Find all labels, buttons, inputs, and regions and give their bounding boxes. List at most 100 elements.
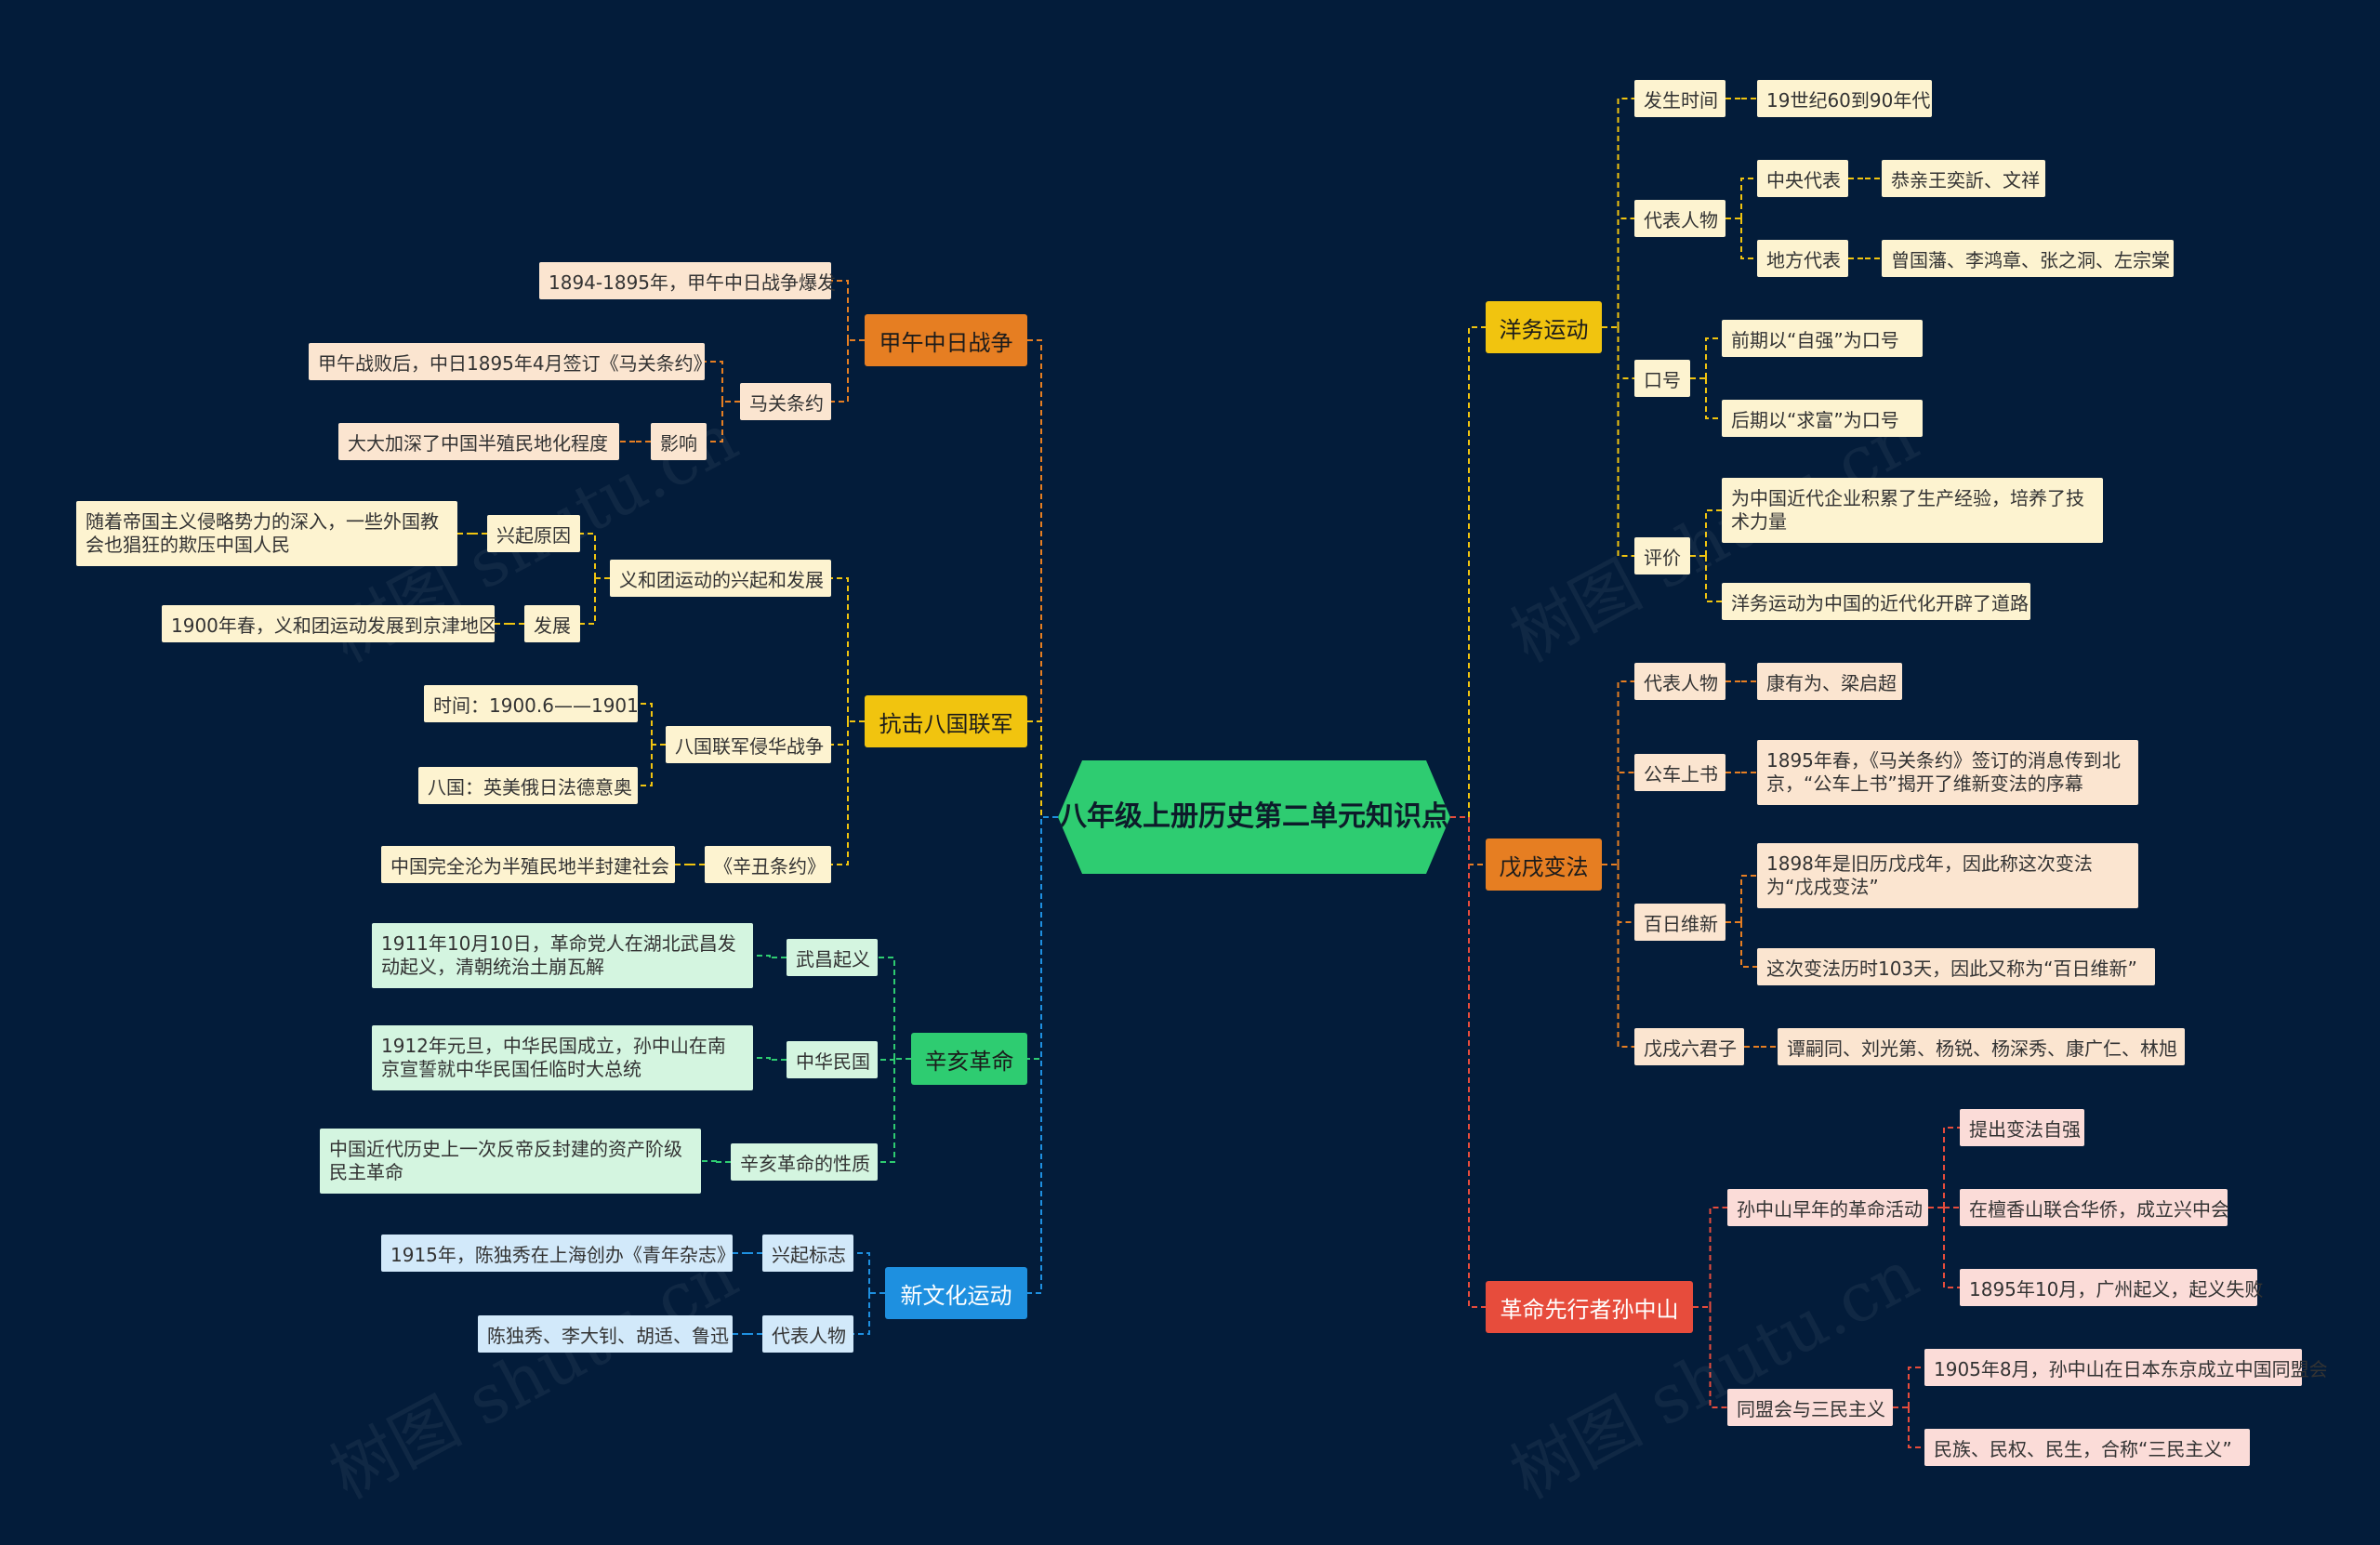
connector (1617, 218, 1634, 327)
connector (1617, 98, 1634, 327)
connector (878, 957, 895, 1059)
topic-republic-of-china[interactable]: 中华民国 (787, 1041, 878, 1078)
topic-invasion-war[interactable]: 八国联军侵华战争 (666, 726, 831, 763)
connector (1705, 337, 1722, 378)
topic-revolution-nature[interactable]: 辛亥革命的性质 (731, 1143, 878, 1181)
topic-representatives[interactable]: 代表人物 (762, 1315, 853, 1353)
topic-influence-detail[interactable]: 大大加深了中国半殖民地化程度 (338, 423, 619, 460)
topic-republic-detail[interactable]: 1912年元旦，中华民国成立，孙中山在南京宣誓就中华民国任临时大总统 (372, 1025, 753, 1090)
connector (1617, 865, 1634, 923)
topic-rise-cause-detail[interactable]: 随着帝国主义侵略势力的深入，一些外国教会也猖狂的欺压中国人民 (76, 501, 457, 566)
branch-westernization[interactable]: 洋务运动 (1486, 301, 1602, 353)
connector (707, 402, 723, 442)
connector (878, 1059, 895, 1163)
topic-early-revolution[interactable]: 孙中山早年的革命活动 (1727, 1189, 1928, 1226)
topic-early-2[interactable]: 在檀香山联合华侨，成立兴中会 (1960, 1189, 2229, 1226)
connector (1617, 772, 1634, 865)
branch-xinhai-revolution[interactable]: 辛亥革命 (911, 1033, 1027, 1085)
topic-slogan-late[interactable]: 后期以“求富”为口号 (1722, 400, 1923, 437)
topic-rise-cause[interactable]: 兴起原因 (487, 515, 580, 552)
topic-jiawu-outbreak[interactable]: 1894-1895年，甲午中日战争爆发 (539, 262, 836, 299)
topic-six-gentlemen-detail[interactable]: 谭嗣同、刘光第、杨锐、杨深秀、康广仁、林旭 (1778, 1028, 2185, 1065)
topic-invasion-time[interactable]: 时间：1900.6——1901 (424, 685, 639, 722)
connector (831, 280, 849, 340)
topic-early-1[interactable]: 提出变法自强 (1960, 1109, 2084, 1146)
branch-jiawu-war[interactable]: 甲午中日战争 (865, 314, 1027, 366)
topic-maguan-influence[interactable]: 影响 (651, 423, 707, 460)
topic-wuchang-detail[interactable]: 1911年10月10日，革命党人在湖北武昌发动起义，清朝统治土崩瓦解 (372, 923, 753, 988)
branch-eight-nation[interactable]: 抗击八国联军 (865, 695, 1027, 747)
topic-maguan-treaty[interactable]: 马关条约 (740, 383, 831, 420)
topic-time-detail[interactable]: 19世纪60到90年代 (1757, 80, 1932, 117)
branch-sun-yat-sen[interactable]: 革命先行者孙中山 (1486, 1281, 1693, 1333)
root-topic[interactable]: 八年级上册历史第二单元知识点 (1058, 760, 1450, 874)
topic-wuchang-uprising[interactable]: 武昌起义 (787, 939, 878, 976)
connector (705, 361, 723, 402)
connector (638, 703, 653, 745)
connector (1908, 1367, 1924, 1407)
topic-hundred-days-2[interactable]: 这次变法历时103天，因此又称为“百日维新” (1757, 948, 2155, 985)
connector (1943, 1127, 1960, 1208)
connector (1027, 720, 1058, 818)
topic-early-3[interactable]: 1895年10月，广州起义，起义失败 (1960, 1269, 2263, 1306)
topic-evaluation-2[interactable]: 洋务运动为中国的近代化开辟了道路 (1722, 583, 2030, 620)
connector (1740, 875, 1757, 922)
topic-representatives-detail[interactable]: 陈独秀、李大钊、胡适、鲁迅 (478, 1315, 733, 1353)
topic-rise-sign[interactable]: 兴起标志 (762, 1235, 853, 1272)
connector (1617, 865, 1634, 1048)
connector (1740, 922, 1757, 968)
topic-rise-sign-detail[interactable]: 1915年，陈独秀在上海创办《青年杂志》 (381, 1235, 735, 1272)
connector (878, 1059, 895, 1061)
topic-central-reps[interactable]: 中央代表 (1757, 160, 1848, 197)
connector (1450, 326, 1486, 818)
connector (853, 1252, 870, 1293)
topic-nature-detail[interactable]: 中国近代历史上一次反帝反封建的资产阶级民主革命 (320, 1129, 701, 1194)
connector (1908, 1407, 1924, 1448)
topic-tongmenghui-1[interactable]: 1905年8月，孙中山在日本东京成立中国同盟会 (1924, 1349, 2328, 1386)
topic-reform-reps-detail[interactable]: 康有为、梁启超 (1757, 663, 1902, 700)
connector (831, 721, 849, 746)
topic-evaluation[interactable]: 评价 (1634, 537, 1690, 574)
topic-develop[interactable]: 发展 (524, 605, 580, 642)
connector (1027, 816, 1058, 1294)
connector (1740, 218, 1757, 259)
topic-slogan-early[interactable]: 前期以“自强”为口号 (1722, 320, 1923, 357)
connector (701, 1160, 717, 1162)
topic-hundred-days-1[interactable]: 1898年是旧历戊戌年，因此称这次变法为“戊戌变法” (1757, 843, 2138, 908)
branch-new-culture[interactable]: 新文化运动 (885, 1267, 1027, 1319)
connector (1705, 378, 1722, 419)
topic-yihetuan[interactable]: 义和团运动的兴起和发展 (610, 560, 831, 597)
connector (1617, 327, 1634, 557)
topic-hundred-days[interactable]: 百日维新 (1634, 904, 1726, 941)
connector (831, 577, 849, 721)
connector (1027, 816, 1058, 1060)
topic-gongche-detail[interactable]: 1895年春，《马关条约》签订的消息传到北京，“公车上书”揭开了维新变法的序幕 (1757, 740, 2138, 805)
topic-local-reps[interactable]: 地方代表 (1757, 240, 1848, 277)
connector (1705, 556, 1722, 602)
connector (853, 1293, 870, 1335)
topic-develop-detail[interactable]: 1900年春，义和团运动发展到京津地区 (162, 605, 497, 642)
topic-slogan[interactable]: 口号 (1634, 360, 1690, 397)
topic-occurrence-time[interactable]: 发生时间 (1634, 80, 1726, 117)
connector (1705, 509, 1722, 556)
connector (831, 340, 849, 403)
topic-representatives[interactable]: 代表人物 (1634, 200, 1726, 237)
topic-central-reps-detail[interactable]: 恭亲王奕訢、文祥 (1882, 160, 2045, 197)
connector (753, 1057, 771, 1060)
topic-tongmenghui[interactable]: 同盟会与三民主义 (1727, 1389, 1893, 1426)
connector (1617, 327, 1634, 379)
topic-xinchou-detail[interactable]: 中国完全沦为半殖民地半封建社会 (381, 846, 675, 883)
topic-xinchou-treaty[interactable]: 《辛丑条约》 (705, 846, 831, 883)
connector (580, 533, 596, 578)
topic-maguan-signing[interactable]: 甲午战败后，中日1895年4月签订《马关条约》 (309, 343, 712, 380)
connector (753, 955, 771, 957)
branch-wuxu-reform[interactable]: 戊戌变法 (1486, 839, 1602, 891)
topic-evaluation-1[interactable]: 为中国近代企业积累了生产经验，培养了技术力量 (1722, 478, 2103, 543)
topic-eight-countries[interactable]: 八国：英美俄日法德意奥 (418, 767, 638, 804)
topic-reform-representatives[interactable]: 代表人物 (1634, 663, 1726, 700)
topic-tongmenghui-2[interactable]: 民族、民权、民生，合称“三民主义” (1924, 1429, 2250, 1466)
topic-gongche-petition[interactable]: 公车上书 (1634, 754, 1726, 791)
topic-six-gentlemen[interactable]: 戊戌六君子 (1634, 1028, 1744, 1065)
topic-local-reps-detail[interactable]: 曾国藩、李鸿章、张之洞、左宗棠 (1882, 240, 2174, 277)
